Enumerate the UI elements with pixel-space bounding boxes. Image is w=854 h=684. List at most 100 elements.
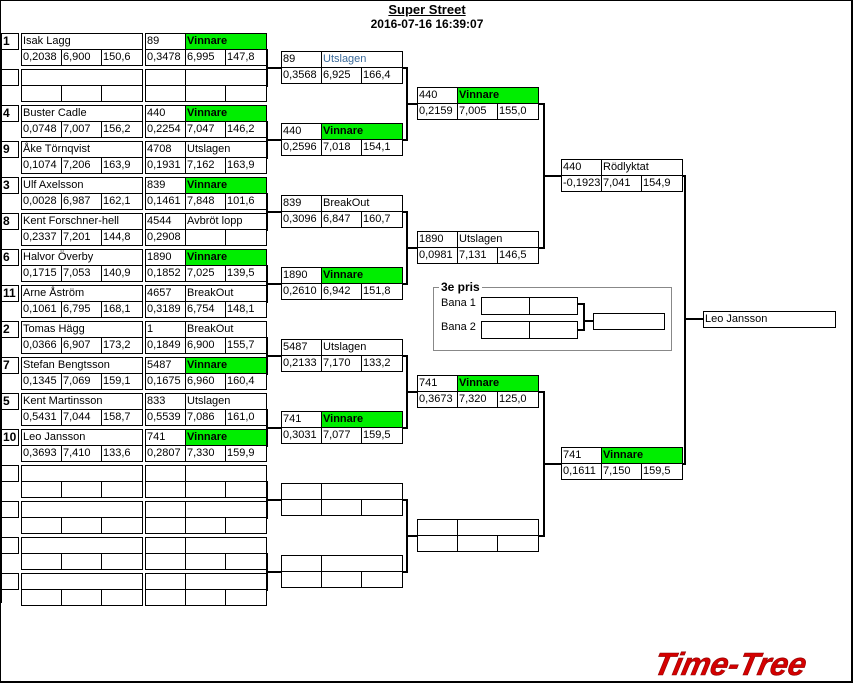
- winner-status-badge[interactable]: Vinnare: [185, 357, 267, 374]
- reaction-time-cell[interactable]: 0,2807: [145, 445, 186, 462]
- status-cell[interactable]: [185, 69, 267, 86]
- reaction-time-cell[interactable]: -0,1923: [561, 175, 602, 192]
- status-cell[interactable]: Utslagen: [321, 51, 403, 68]
- car-number-cell[interactable]: 5487: [281, 339, 322, 356]
- status-cell[interactable]: [185, 501, 267, 518]
- elapsed-time-cell[interactable]: 7,044: [61, 409, 102, 426]
- reaction-time-cell[interactable]: 0,1849: [145, 337, 186, 354]
- elapsed-time-cell[interactable]: [61, 589, 102, 606]
- reaction-time-cell[interactable]: [21, 85, 62, 102]
- elapsed-time-cell[interactable]: 6,900: [185, 337, 226, 354]
- speed-cell[interactable]: [225, 229, 267, 246]
- car-number-cell[interactable]: 5487: [145, 357, 186, 374]
- winner-status-badge[interactable]: Vinnare: [457, 375, 539, 392]
- driver-name-cell[interactable]: [21, 69, 143, 86]
- elapsed-time-cell[interactable]: 7,077: [321, 427, 362, 444]
- reaction-time-cell[interactable]: 0,1074: [21, 157, 62, 174]
- status-cell[interactable]: [185, 537, 267, 554]
- reaction-time-cell[interactable]: [417, 535, 458, 552]
- elapsed-time-cell[interactable]: 7,201: [61, 229, 102, 246]
- status-cell[interactable]: [457, 519, 539, 536]
- speed-cell[interactable]: [101, 517, 143, 534]
- speed-cell[interactable]: 159,9: [225, 445, 267, 462]
- reaction-time-cell[interactable]: 0,0366: [21, 337, 62, 354]
- third-place-result-cell[interactable]: [593, 313, 665, 330]
- car-number-cell[interactable]: 741: [417, 375, 458, 392]
- reaction-time-cell[interactable]: 0,2038: [21, 49, 62, 66]
- winner-status-badge[interactable]: Vinnare: [321, 123, 403, 140]
- status-cell[interactable]: BreakOut: [185, 285, 267, 302]
- reaction-time-cell[interactable]: 0,1345: [21, 373, 62, 390]
- speed-cell[interactable]: [225, 481, 267, 498]
- elapsed-time-cell[interactable]: 6,907: [61, 337, 102, 354]
- speed-cell[interactable]: [225, 589, 267, 606]
- status-cell[interactable]: [185, 465, 267, 482]
- speed-cell[interactable]: [361, 499, 403, 516]
- elapsed-time-cell[interactable]: [61, 553, 102, 570]
- reaction-time-cell[interactable]: 0,3189: [145, 301, 186, 318]
- elapsed-time-cell[interactable]: 7,330: [185, 445, 226, 462]
- car-number-cell[interactable]: 440: [281, 123, 322, 140]
- speed-cell[interactable]: [225, 517, 267, 534]
- reaction-time-cell[interactable]: 0,1675: [145, 373, 186, 390]
- winner-status-badge[interactable]: Vinnare: [185, 105, 267, 122]
- elapsed-time-cell[interactable]: [61, 85, 102, 102]
- speed-cell[interactable]: [101, 589, 143, 606]
- driver-name-cell[interactable]: Buster Cadle: [21, 105, 143, 122]
- winner-status-badge[interactable]: Vinnare: [185, 249, 267, 266]
- speed-cell[interactable]: 155,7: [225, 337, 267, 354]
- elapsed-time-cell[interactable]: 6,925: [321, 67, 362, 84]
- reaction-time-cell[interactable]: 0,0748: [21, 121, 62, 138]
- elapsed-time-cell[interactable]: [185, 517, 226, 534]
- elapsed-time-cell[interactable]: 7,025: [185, 265, 226, 282]
- speed-cell[interactable]: 168,1: [101, 301, 143, 318]
- reaction-time-cell[interactable]: 0,3096: [281, 211, 322, 228]
- elapsed-time-cell[interactable]: [457, 535, 498, 552]
- reaction-time-cell[interactable]: 0,2596: [281, 139, 322, 156]
- reaction-time-cell[interactable]: 0,1611: [561, 463, 602, 480]
- status-cell[interactable]: Utslagen: [185, 141, 267, 158]
- car-number-cell[interactable]: 89: [145, 33, 186, 50]
- status-cell[interactable]: Utslagen: [457, 231, 539, 248]
- elapsed-time-cell[interactable]: 7,007: [61, 121, 102, 138]
- elapsed-time-cell[interactable]: 6,995: [185, 49, 226, 66]
- reaction-time-cell[interactable]: 0,1715: [21, 265, 62, 282]
- reaction-time-cell[interactable]: [281, 571, 322, 588]
- car-number-cell[interactable]: 4544: [145, 213, 186, 230]
- elapsed-time-cell[interactable]: 7,047: [185, 121, 226, 138]
- driver-name-cell[interactable]: [21, 465, 143, 482]
- speed-cell[interactable]: 125,0: [497, 391, 539, 408]
- driver-name-cell[interactable]: Åke Törnqvist: [21, 141, 143, 158]
- speed-cell[interactable]: 151,8: [361, 283, 403, 300]
- elapsed-time-cell[interactable]: [61, 517, 102, 534]
- reaction-time-cell[interactable]: [145, 85, 186, 102]
- lane2-number-cell[interactable]: [481, 321, 530, 339]
- status-cell[interactable]: BreakOut: [185, 321, 267, 338]
- status-cell[interactable]: [185, 573, 267, 590]
- reaction-time-cell[interactable]: 0,2610: [281, 283, 322, 300]
- elapsed-time-cell[interactable]: 6,987: [61, 193, 102, 210]
- reaction-time-cell[interactable]: [145, 517, 186, 534]
- status-cell[interactable]: Avbröt lopp: [185, 213, 267, 230]
- elapsed-time-cell[interactable]: 7,018: [321, 139, 362, 156]
- speed-cell[interactable]: [101, 481, 143, 498]
- car-number-cell[interactable]: 440: [145, 105, 186, 122]
- speed-cell[interactable]: 133,2: [361, 355, 403, 372]
- reaction-time-cell[interactable]: [145, 553, 186, 570]
- driver-name-cell[interactable]: Stefan Bengtsson: [21, 357, 143, 374]
- reaction-time-cell[interactable]: 0,3568: [281, 67, 322, 84]
- reaction-time-cell[interactable]: 0,2337: [21, 229, 62, 246]
- elapsed-time-cell[interactable]: 7,206: [61, 157, 102, 174]
- speed-cell[interactable]: [361, 571, 403, 588]
- speed-cell[interactable]: 150,6: [101, 49, 143, 66]
- reaction-time-cell[interactable]: [21, 553, 62, 570]
- speed-cell[interactable]: 144,8: [101, 229, 143, 246]
- car-number-cell[interactable]: 1890: [417, 231, 458, 248]
- driver-name-cell[interactable]: [21, 501, 143, 518]
- status-cell[interactable]: Rödlyktat: [601, 159, 683, 176]
- winner-status-badge[interactable]: Vinnare: [321, 411, 403, 428]
- car-number-cell[interactable]: 1890: [281, 267, 322, 284]
- speed-cell[interactable]: 154,1: [361, 139, 403, 156]
- speed-cell[interactable]: 148,1: [225, 301, 267, 318]
- elapsed-time-cell[interactable]: 6,795: [61, 301, 102, 318]
